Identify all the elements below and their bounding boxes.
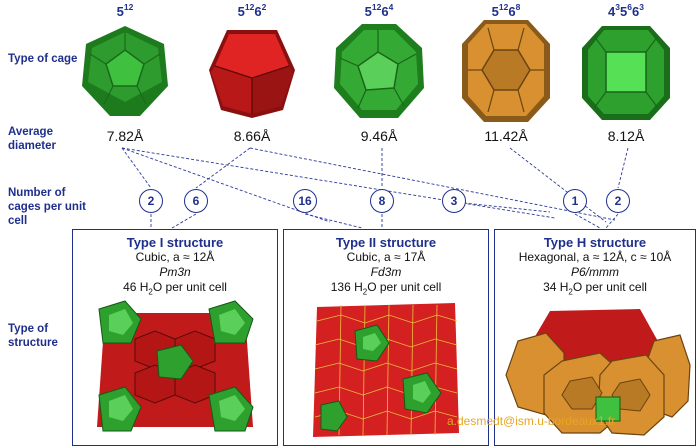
structure-title: Type II structure bbox=[335, 235, 437, 250]
structure-box-type-h: Type H structure Hexagonal, a ≈ 12Å, c ≈… bbox=[494, 229, 696, 446]
structure-water: 34 H2O per unit cell bbox=[543, 280, 647, 297]
cage-count: 1 bbox=[563, 189, 587, 213]
cage-51268-illustration bbox=[462, 20, 550, 122]
cage-diameter: 8.66Å bbox=[233, 128, 271, 144]
cage-435663-illustration bbox=[582, 26, 670, 120]
cage-diameter: 11.42Å bbox=[484, 128, 528, 144]
cage-count: 2 bbox=[606, 189, 630, 213]
cage-diameter: 9.46Å bbox=[360, 128, 398, 144]
structure-title: Type H structure bbox=[543, 235, 647, 250]
cage-512-illustration bbox=[82, 26, 168, 116]
structure-lattice: Hexagonal, a ≈ 12Å, c ≈ 10Å bbox=[518, 250, 672, 264]
structure-water: 136 H2O per unit cell bbox=[330, 280, 442, 297]
row-label-cages-per-cell: Number of cages per unit cell bbox=[8, 187, 86, 227]
structure-box-type-ii: Type II structure Cubic, a ≈ 17Å Fd3m 13… bbox=[283, 229, 489, 446]
cage-diameter: 8.12Å bbox=[607, 128, 645, 144]
structure-space-group: Fd3m bbox=[370, 265, 402, 279]
type-i-structure-image bbox=[97, 300, 254, 432]
cage-count: 16 bbox=[293, 189, 317, 213]
structure-space-group: Pm3n bbox=[159, 265, 191, 279]
row-label-cage-type: Type of cage bbox=[8, 53, 78, 65]
cage-count: 2 bbox=[139, 189, 163, 213]
cage-formula: 51268 bbox=[491, 2, 521, 19]
author-email: a.desmedt@ism.u-bordeaux1.fr bbox=[447, 414, 616, 428]
cage-diameter: 7.82Å bbox=[106, 128, 144, 144]
type-ii-structure-image bbox=[313, 303, 459, 438]
structure-box-type-i: Type I structure Cubic, a ≈ 12Å Pm3n 46 … bbox=[72, 229, 278, 446]
cage-count: 3 bbox=[442, 189, 466, 213]
row-label-avg-diameter: Average diameter bbox=[8, 126, 56, 152]
cage-formula: 51262 bbox=[237, 2, 267, 19]
structure-lattice: Cubic, a ≈ 12Å bbox=[135, 250, 215, 264]
cage-51264-illustration bbox=[334, 24, 424, 118]
structure-space-group: P6/mmm bbox=[571, 265, 619, 279]
row-label-structure-type: Type of structure bbox=[8, 323, 58, 349]
cage-count: 8 bbox=[370, 189, 394, 213]
cage-formula: 512 bbox=[116, 2, 134, 19]
cage-formula: 51264 bbox=[364, 2, 394, 19]
cage-51262-illustration bbox=[209, 30, 295, 118]
structure-lattice: Cubic, a ≈ 17Å bbox=[346, 250, 426, 264]
structure-title: Type I structure bbox=[126, 235, 224, 250]
cage-formula: 435663 bbox=[608, 2, 644, 19]
type-h-structure-image bbox=[505, 309, 691, 437]
cage-count: 6 bbox=[184, 189, 208, 213]
structure-water: 46 H2O per unit cell bbox=[123, 280, 227, 297]
